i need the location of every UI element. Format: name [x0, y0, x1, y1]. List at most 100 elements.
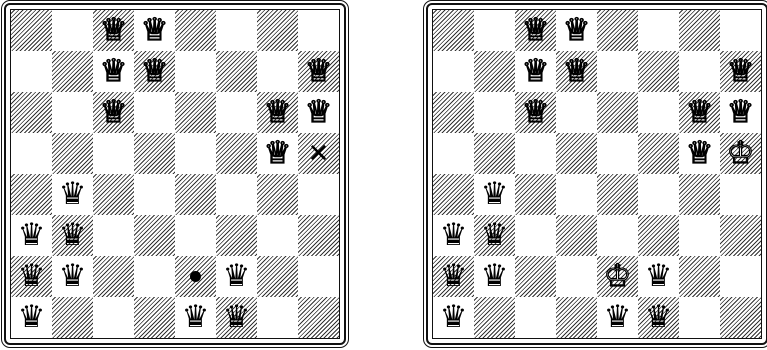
black-queen-icon[interactable]: ♛ — [480, 220, 510, 251]
square-h7[interactable]: ♕ — [720, 51, 761, 92]
square-g6[interactable]: ♕ — [257, 92, 298, 133]
white-queen-icon[interactable]: ♕ — [99, 15, 129, 46]
square-e1[interactable]: ♛ — [597, 297, 638, 338]
black-queen-icon[interactable]: ♛ — [439, 261, 469, 292]
square-c1[interactable] — [93, 297, 134, 338]
square-d1[interactable] — [134, 297, 175, 338]
black-queen-icon[interactable]: ♛ — [644, 261, 674, 292]
square-f4[interactable] — [638, 174, 679, 215]
square-c6[interactable]: ♕ — [515, 92, 556, 133]
square-b7[interactable] — [52, 51, 93, 92]
square-b2[interactable]: ♛ — [474, 256, 515, 297]
square-c7[interactable]: ♕ — [93, 51, 134, 92]
square-a5[interactable] — [11, 133, 52, 174]
square-g5[interactable]: ♕ — [679, 133, 720, 174]
square-e5[interactable] — [175, 133, 216, 174]
square-c8[interactable]: ♕ — [93, 10, 134, 51]
square-e2[interactable] — [175, 256, 216, 297]
square-h6[interactable]: ♕ — [298, 92, 339, 133]
white-queen-icon[interactable]: ♕ — [521, 97, 551, 128]
square-b8[interactable] — [52, 10, 93, 51]
square-b3[interactable]: ♛ — [474, 215, 515, 256]
square-c1[interactable] — [515, 297, 556, 338]
square-a1[interactable]: ♛ — [11, 297, 52, 338]
white-king-icon[interactable]: ♔ — [726, 138, 756, 169]
square-b6[interactable] — [52, 92, 93, 133]
square-g1[interactable] — [679, 297, 720, 338]
square-e4[interactable] — [597, 174, 638, 215]
square-d5[interactable] — [556, 133, 597, 174]
square-e3[interactable] — [597, 215, 638, 256]
square-a6[interactable] — [433, 92, 474, 133]
square-h4[interactable] — [720, 174, 761, 215]
square-g8[interactable] — [257, 10, 298, 51]
square-f5[interactable] — [216, 133, 257, 174]
square-g4[interactable] — [257, 174, 298, 215]
square-g6[interactable]: ♕ — [679, 92, 720, 133]
square-g2[interactable] — [679, 256, 720, 297]
square-d3[interactable] — [134, 215, 175, 256]
white-queen-icon[interactable]: ♕ — [99, 97, 129, 128]
square-b5[interactable] — [52, 133, 93, 174]
square-b6[interactable] — [474, 92, 515, 133]
square-d5[interactable] — [134, 133, 175, 174]
square-b1[interactable] — [52, 297, 93, 338]
square-f7[interactable] — [638, 51, 679, 92]
black-queen-icon[interactable]: ♛ — [644, 302, 674, 333]
square-a6[interactable] — [11, 92, 52, 133]
white-king-icon[interactable]: ♔ — [603, 261, 633, 292]
square-g3[interactable] — [679, 215, 720, 256]
square-h4[interactable] — [298, 174, 339, 215]
square-c8[interactable]: ♕ — [515, 10, 556, 51]
square-e2[interactable]: ♔ — [597, 256, 638, 297]
square-f1[interactable]: ♛ — [638, 297, 679, 338]
white-queen-icon[interactable]: ♕ — [304, 97, 334, 128]
white-queen-icon[interactable]: ♕ — [99, 56, 129, 87]
square-f6[interactable] — [216, 92, 257, 133]
square-e6[interactable] — [597, 92, 638, 133]
square-g4[interactable] — [679, 174, 720, 215]
black-queen-icon[interactable]: ♛ — [439, 302, 469, 333]
square-c3[interactable] — [515, 215, 556, 256]
square-h1[interactable] — [298, 297, 339, 338]
square-h1[interactable] — [720, 297, 761, 338]
square-c2[interactable] — [93, 256, 134, 297]
square-h5[interactable]: ✕ — [298, 133, 339, 174]
white-queen-icon[interactable]: ♕ — [140, 56, 170, 87]
square-a5[interactable] — [433, 133, 474, 174]
square-b1[interactable] — [474, 297, 515, 338]
square-d7[interactable]: ♕ — [134, 51, 175, 92]
white-queen-icon[interactable]: ♕ — [562, 56, 592, 87]
square-d2[interactable] — [134, 256, 175, 297]
square-b8[interactable] — [474, 10, 515, 51]
black-queen-icon[interactable]: ♛ — [58, 220, 88, 251]
square-e3[interactable] — [175, 215, 216, 256]
white-queen-icon[interactable]: ♕ — [304, 56, 334, 87]
square-c6[interactable]: ♕ — [93, 92, 134, 133]
square-e1[interactable]: ♛ — [175, 297, 216, 338]
square-a3[interactable]: ♛ — [433, 215, 474, 256]
black-queen-icon[interactable]: ♛ — [480, 179, 510, 210]
square-a2[interactable]: ♛ — [11, 256, 52, 297]
white-queen-icon[interactable]: ♕ — [685, 138, 715, 169]
square-f7[interactable] — [216, 51, 257, 92]
square-e7[interactable] — [175, 51, 216, 92]
white-queen-icon[interactable]: ♕ — [263, 138, 293, 169]
square-g7[interactable] — [679, 51, 720, 92]
square-e5[interactable] — [597, 133, 638, 174]
black-queen-icon[interactable]: ♛ — [480, 261, 510, 292]
square-f6[interactable] — [638, 92, 679, 133]
square-c7[interactable]: ♕ — [515, 51, 556, 92]
black-queen-icon[interactable]: ♛ — [603, 302, 633, 333]
square-f3[interactable] — [638, 215, 679, 256]
square-h7[interactable]: ♕ — [298, 51, 339, 92]
square-d8[interactable]: ♕ — [556, 10, 597, 51]
square-g5[interactable]: ♕ — [257, 133, 298, 174]
square-g3[interactable] — [257, 215, 298, 256]
white-queen-icon[interactable]: ♕ — [140, 15, 170, 46]
black-queen-icon[interactable]: ♛ — [222, 302, 252, 333]
square-b5[interactable] — [474, 133, 515, 174]
square-h2[interactable] — [298, 256, 339, 297]
square-d7[interactable]: ♕ — [556, 51, 597, 92]
square-e7[interactable] — [597, 51, 638, 92]
